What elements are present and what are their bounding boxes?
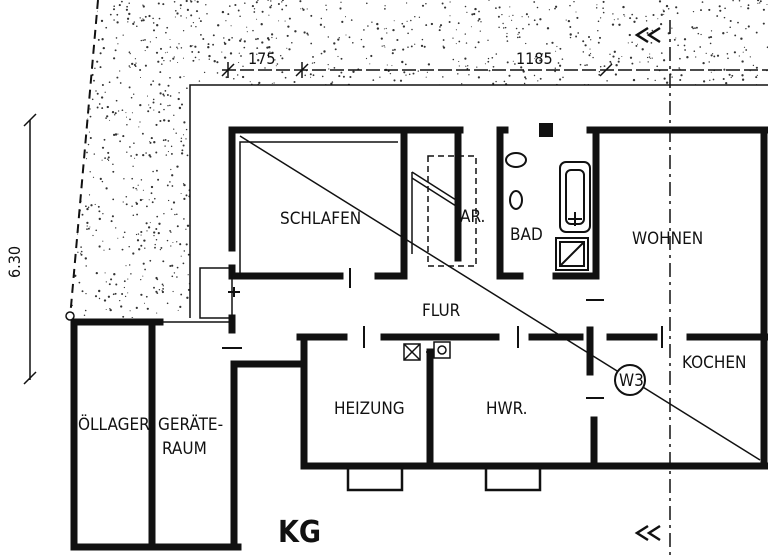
label-ar: AR. [460,207,485,227]
label-wohnen: WOHNEN [632,229,703,249]
side-storage-walls [70,318,242,551]
label-heizung: HEIZUNG [334,399,405,419]
corner-marker [65,311,75,321]
soil-hatching [70,0,768,318]
bath-fixtures [505,123,591,271]
w3-marker [614,364,646,396]
embankment-line [69,0,99,319]
section-arrow-top-icon [634,26,661,44]
top-dimension-line [221,62,768,78]
foundation-outline [189,84,768,318]
dimension-175: 175 [248,49,275,68]
label-hwr: HWR. [486,399,528,419]
entry-step [199,267,233,319]
left-dimension-line [23,113,37,385]
door-marks [222,268,663,399]
section-arrow-bottom-icon [634,524,661,542]
label-kochen: KOCHEN [682,353,746,373]
heating-fixtures [403,341,451,361]
schlafen-wall-inner [239,141,398,276]
plan-title: KG [278,515,321,550]
stair-flight [411,171,457,254]
stair-outline [427,155,477,267]
dimension-1185: 1185 [516,49,553,68]
label-geraete-2: RAUM [162,439,207,459]
label-oellager: ÖLLAGER [78,413,150,435]
label-w3: W3 [619,371,644,391]
basement-walls [228,126,768,549]
dimension-630: 6.30 [5,246,24,278]
label-geraete-1: GERÄTE- [158,414,223,435]
window-bays [346,466,542,492]
section-diagonal [239,135,761,461]
label-flur: FLUR [422,301,461,321]
label-schlafen: SCHLAFEN [280,209,361,229]
label-bad: BAD [510,225,543,245]
